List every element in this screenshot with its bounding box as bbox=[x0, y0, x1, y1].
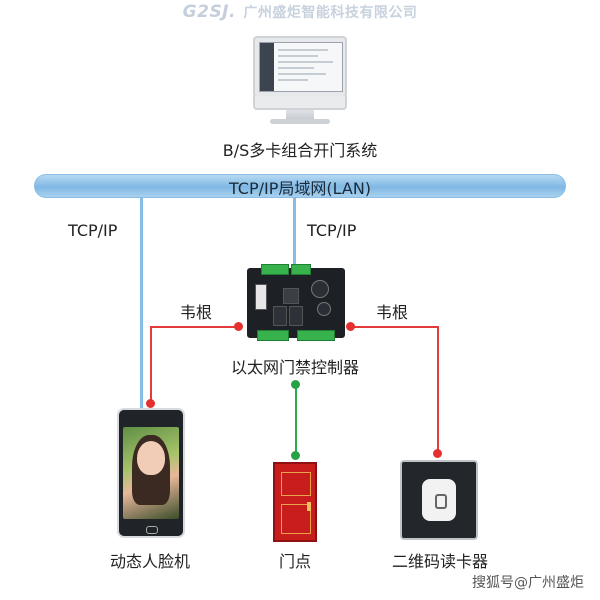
controller-link-protocol-label: TCP/IP bbox=[307, 221, 357, 240]
monitor-stand bbox=[286, 110, 314, 120]
lan-label: TCP/IP局域网(LAN) bbox=[228, 179, 372, 198]
company-name: 广州盛炬智能科技有限公司 bbox=[243, 5, 418, 21]
door-link-line bbox=[295, 384, 297, 454]
face-wiegand-port-dot bbox=[234, 322, 243, 331]
face-wiegand-device-dot bbox=[146, 399, 155, 408]
access-controller-board-icon bbox=[247, 264, 345, 341]
door-link-device-dot bbox=[291, 451, 300, 460]
face-wiegand-h-line bbox=[150, 326, 238, 328]
computer-monitor-icon bbox=[253, 36, 347, 98]
controller-label: 以太网门禁控制器 bbox=[230, 358, 359, 377]
card-reader-label: 二维码读卡器 bbox=[391, 552, 488, 571]
face-terminal-label: 动态人脸机 bbox=[109, 552, 190, 571]
lan-bus bbox=[34, 174, 566, 198]
monitor-chin bbox=[253, 96, 347, 110]
controller-lan-link bbox=[293, 197, 296, 269]
reader-wiegand-h-line bbox=[350, 326, 438, 328]
face-link-protocol-label: TCP/IP bbox=[68, 221, 118, 240]
face-wiegand-label: 韦根 bbox=[180, 303, 213, 322]
door-icon bbox=[273, 462, 317, 542]
company-logo: G2SJ. bbox=[182, 2, 236, 22]
reader-wiegand-v-line bbox=[437, 326, 439, 452]
face-wiegand-v-line bbox=[150, 326, 152, 404]
face-lan-link bbox=[140, 197, 143, 415]
company-header: G2SJ. 广州盛炬智能科技有限公司 bbox=[0, 2, 600, 22]
door-label: 门点 bbox=[278, 552, 311, 571]
reader-wiegand-label: 韦根 bbox=[376, 303, 409, 322]
reader-wiegand-device-dot bbox=[433, 449, 442, 458]
reader-wiegand-port-dot bbox=[346, 322, 355, 331]
qr-card-reader-icon bbox=[400, 460, 478, 540]
door-link-port-dot bbox=[291, 380, 300, 389]
monitor-base bbox=[270, 119, 330, 124]
bs-system-label: B/S多卡组合开门系统 bbox=[222, 141, 378, 160]
face-terminal-icon bbox=[117, 408, 185, 538]
watermark: 搜狐号@广州盛炬 bbox=[472, 575, 584, 591]
